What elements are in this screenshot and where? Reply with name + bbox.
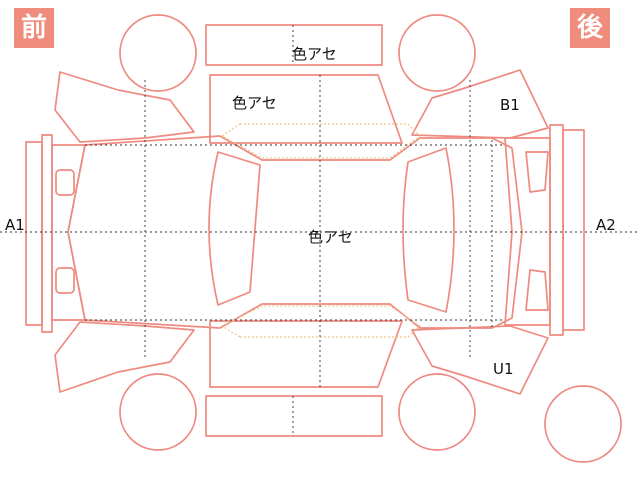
label-center: 色アセ — [308, 228, 353, 246]
front-bumper-inner — [41, 134, 53, 333]
side-doors-top — [209, 74, 403, 144]
front-bumper-outer — [25, 141, 43, 326]
label-a1: A1 — [5, 216, 25, 234]
windshield — [208, 151, 261, 306]
car-body — [67, 135, 523, 329]
front-nose — [51, 144, 86, 321]
label-door-top: 色アセ — [232, 94, 277, 112]
side-doors-bottom — [209, 320, 403, 388]
rear-quarter-bottom — [411, 325, 549, 395]
spare-wheel — [544, 385, 622, 463]
rear-bumper-inner — [549, 124, 564, 336]
roof-side-top-panel — [205, 24, 383, 66]
rear-lamp-top — [525, 151, 549, 193]
rear-bumper-outer — [562, 129, 585, 331]
front-left-wheel — [119, 14, 197, 92]
roof-side-bottom-panel — [205, 395, 383, 437]
rear-lamp-bottom — [525, 269, 549, 311]
label-u1: U1 — [493, 360, 514, 378]
front-fender-bottom — [54, 321, 195, 393]
rear-badge: 後 — [570, 8, 610, 48]
side-molding-bottom — [220, 305, 421, 338]
rear-window — [402, 147, 455, 313]
rear-right-wheel — [398, 373, 476, 451]
rear-quarter-top — [411, 69, 549, 139]
label-a2: A2 — [596, 216, 616, 234]
front-headlight-bottom — [55, 267, 75, 294]
side-molding-top — [220, 123, 421, 159]
front-headlight-top — [55, 169, 75, 196]
front-fender-top — [54, 71, 195, 143]
front-right-wheel — [119, 373, 197, 451]
label-b1: B1 — [500, 96, 520, 114]
front-badge: 前 — [14, 8, 54, 48]
rear-tail — [504, 137, 551, 326]
label-roof-top: 色アセ — [292, 45, 337, 63]
rear-left-wheel — [398, 14, 476, 92]
